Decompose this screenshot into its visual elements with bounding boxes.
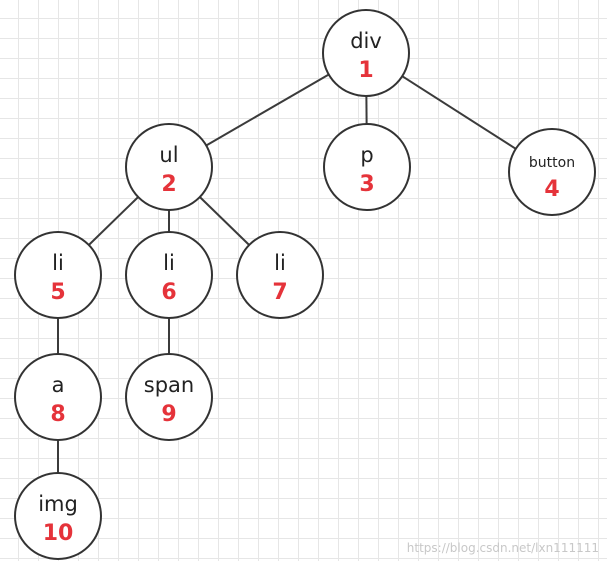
node-circle — [14, 472, 102, 560]
node-li-5: li 5 — [14, 231, 102, 319]
node-circle — [322, 9, 410, 97]
node-number-label: 9 — [161, 402, 176, 427]
node-div-1: div 1 — [322, 9, 410, 97]
node-circle — [125, 353, 213, 441]
node-tag-label: li — [52, 251, 64, 275]
node-tag-label: li — [274, 251, 286, 275]
node-number-label: 4 — [544, 177, 559, 202]
node-number-label: 1 — [358, 58, 373, 83]
node-tag-label: a — [52, 373, 65, 397]
node-button-4: button 4 — [508, 128, 596, 216]
edge-n1-n4 — [401, 75, 517, 150]
node-tag-label: img — [38, 492, 78, 516]
node-tag-label: ul — [159, 143, 178, 167]
node-number-label: 6 — [161, 280, 176, 305]
tree-edges — [57, 73, 517, 473]
watermark: https://blog.csdn.net/lxn111111 — [406, 541, 599, 555]
node-number-label: 2 — [161, 172, 176, 197]
node-circle — [508, 128, 596, 216]
node-number-label: 10 — [43, 521, 74, 546]
node-circle — [14, 353, 102, 441]
node-p-3: p3 — [323, 123, 411, 211]
node-a-8: a8 — [14, 353, 102, 441]
node-ul-2: ul 2 — [125, 123, 213, 211]
node-li-7: li 7 — [236, 231, 324, 319]
node-number-label: 7 — [272, 280, 287, 305]
node-li-6: li 6 — [125, 231, 213, 319]
node-img-10: img 10 — [14, 472, 102, 560]
edge-n2-n5 — [88, 196, 139, 246]
node-circle — [323, 123, 411, 211]
node-circle — [125, 231, 213, 319]
node-circle — [236, 231, 324, 319]
node-number-label: 3 — [359, 172, 374, 197]
node-span-9: span 9 — [125, 353, 213, 441]
node-number-label: 8 — [50, 402, 65, 427]
node-tag-label: button — [529, 155, 575, 171]
node-circle — [14, 231, 102, 319]
node-circle — [125, 123, 213, 211]
edge-n2-n7 — [199, 196, 250, 246]
edge-n1-n2 — [205, 73, 330, 147]
node-tag-label: span — [144, 373, 194, 397]
node-number-label: 5 — [50, 280, 65, 305]
node-tag-label: p — [360, 143, 373, 167]
node-tag-label: li — [163, 251, 175, 275]
node-tag-label: div — [350, 29, 382, 53]
